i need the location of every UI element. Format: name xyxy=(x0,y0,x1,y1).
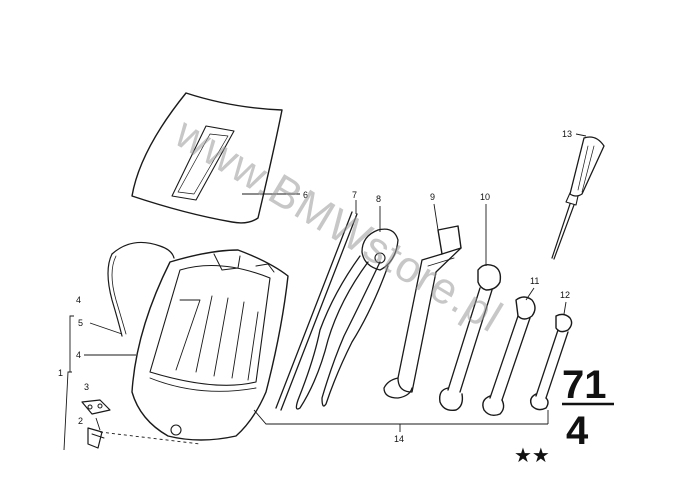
callout-4-upper: 4 xyxy=(76,350,81,360)
group-sub-number: 4 xyxy=(566,409,589,453)
group-number-block: 71 4 ★★ xyxy=(514,363,614,467)
wrench-part-12 xyxy=(529,313,573,411)
tube-wrench-part-9 xyxy=(383,225,462,399)
callout-11: 11 xyxy=(530,276,539,286)
foam-cover-part-6 xyxy=(131,92,283,224)
group-main-number: 71 xyxy=(562,363,607,407)
bracket-part-3 xyxy=(81,399,111,415)
callout-4-lower: 4 xyxy=(76,295,81,305)
callout-5: 5 xyxy=(78,318,83,328)
strap-part-5 xyxy=(107,241,175,337)
leader-lines xyxy=(63,133,587,451)
watermark: www.BMWstore.pl xyxy=(166,108,511,342)
callout-10: 10 xyxy=(480,192,490,202)
callout-3: 3 xyxy=(84,382,89,392)
wrench-part-10 xyxy=(438,263,502,412)
callout-14: 14 xyxy=(394,434,404,444)
tool-roll-part-4 xyxy=(131,249,289,441)
screwdriver-part-13 xyxy=(551,136,605,260)
pliers-part-8 xyxy=(295,228,399,410)
callout-2: 2 xyxy=(78,416,83,426)
callout-8: 8 xyxy=(376,194,381,204)
callout-numbers: 1 2 3 4 4 5 6 7 8 9 10 11 12 13 14 xyxy=(58,129,572,444)
callout-13: 13 xyxy=(562,129,572,139)
callout-1: 1 xyxy=(58,368,63,378)
callout-6: 6 xyxy=(303,190,308,200)
rod-part-7 xyxy=(275,211,358,411)
callout-9: 9 xyxy=(430,192,435,202)
callout-12: 12 xyxy=(560,290,570,300)
rating-stars: ★★ xyxy=(514,445,550,467)
wrench-part-11 xyxy=(482,296,536,417)
callout-7: 7 xyxy=(352,190,357,200)
clip-part-2 xyxy=(87,427,105,449)
